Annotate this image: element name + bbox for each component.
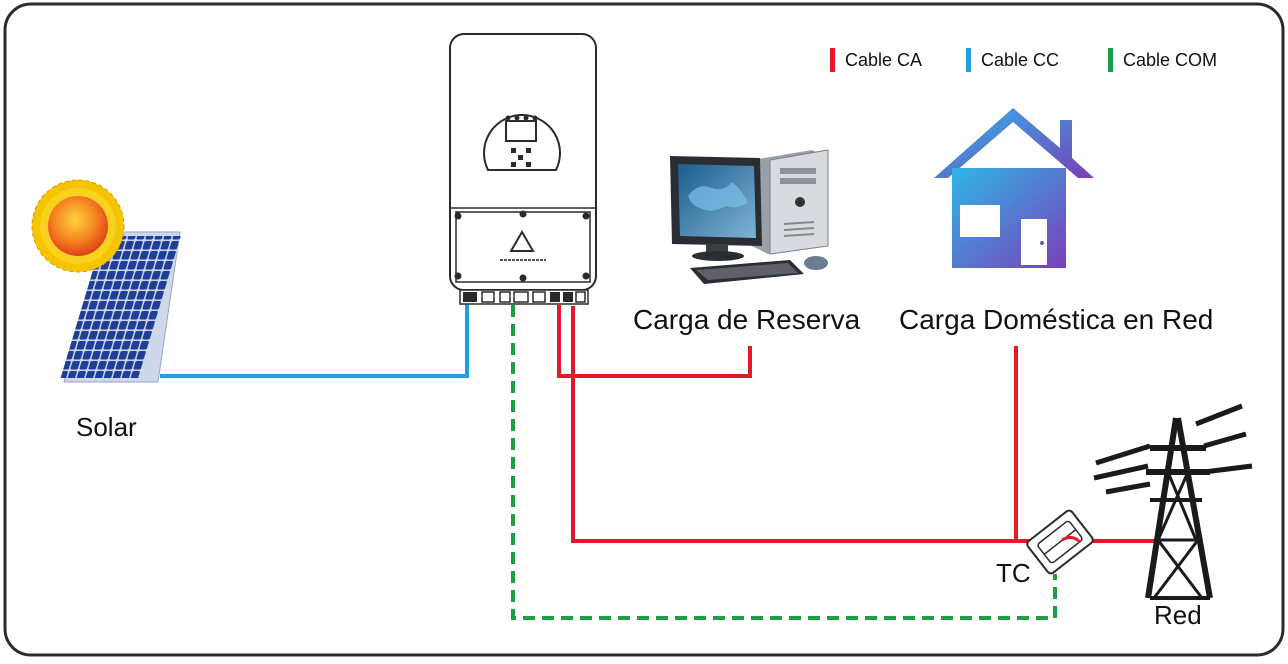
ac-swatch xyxy=(830,48,835,72)
solar-label: Solar xyxy=(76,412,137,442)
grid-label: Red xyxy=(1154,600,1202,630)
dc-cable xyxy=(160,303,469,378)
ac-cable-backup xyxy=(557,305,752,378)
legend-label-dc: Cable CC xyxy=(981,49,1060,70)
current-clamp-icon xyxy=(1026,509,1094,575)
legend-label-com: Cable COM xyxy=(1123,49,1218,70)
legend-item-dc: Cable CC xyxy=(966,48,1059,72)
ct-label: TC xyxy=(996,558,1031,588)
com-cable xyxy=(511,305,1057,620)
legend-label-ac: Cable CA xyxy=(845,49,923,70)
diagram-frame xyxy=(3,2,1285,657)
ct-loop xyxy=(1061,535,1082,544)
house-icon xyxy=(934,108,1094,268)
desktop-computer-icon xyxy=(670,149,829,284)
home-load-label: Carga Doméstica en Red xyxy=(899,304,1214,335)
hybrid-inverter-icon xyxy=(449,33,597,305)
ac-cable-grid xyxy=(571,306,1160,543)
dc-swatch xyxy=(966,48,971,72)
legend-item-com: Cable COM xyxy=(1108,48,1217,72)
sun-icon xyxy=(31,179,125,273)
transmission-tower-icon xyxy=(1093,403,1253,600)
warning-icon xyxy=(509,230,535,252)
solar-panel-icon xyxy=(31,179,182,383)
legend-item-ac: Cable CA xyxy=(830,48,922,72)
com-swatch xyxy=(1108,48,1113,72)
backup-load-label: Carga de Reserva xyxy=(633,304,861,335)
